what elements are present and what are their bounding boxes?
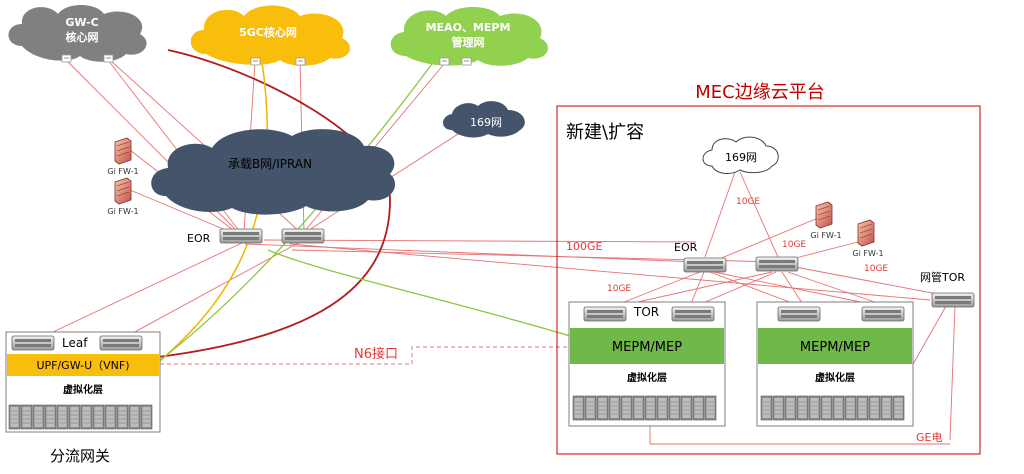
meao-mepm-cloud: MEAO、MEPM 管理网 <box>390 7 549 66</box>
169-cloud-top: 169网 <box>443 101 525 138</box>
link-label-10ge-a: 10GE <box>736 197 760 207</box>
5gc-port-1 <box>250 57 261 66</box>
upf-label: UPF/GW-U（VNF) <box>36 359 129 372</box>
mec-platform-box <box>556 105 981 455</box>
firewall-icon-mec-2 <box>857 219 875 247</box>
5gc-core-cloud: 5GC核心网 <box>190 5 351 66</box>
meao-link-to-upf <box>154 63 433 365</box>
link-label-n6: N6接口 <box>354 346 398 362</box>
link-label-100ge: 100GE <box>566 240 603 253</box>
firewall-left-1-label: Gi FW-1 <box>107 167 138 176</box>
virt-layer-mec-2-label: 虚拟化层 <box>815 371 855 384</box>
virt-layer-left-label: 虚拟化层 <box>63 383 103 396</box>
bearer-network-cloud: 承载B网/IPRAN <box>151 129 396 215</box>
meao-port-2 <box>461 57 472 66</box>
tor-switch-1a <box>583 306 627 322</box>
eor-mec-label: EOR <box>674 241 698 254</box>
firewall-left-2-label: Gi FW-1 <box>107 207 138 216</box>
leaf-label: Leaf <box>62 336 88 350</box>
mepm-label-1: MEPM/MEP <box>612 340 682 355</box>
distribution-gateway: Leaf UPF/GW-U（VNF) 虚拟化层 <box>5 331 161 433</box>
firewall-icon-left-2 <box>114 177 132 205</box>
gw-c-port-1 <box>61 54 72 63</box>
link-label-10ge-c: 10GE <box>864 264 888 274</box>
169-label-top: 169网 <box>470 116 502 129</box>
meao-link-to-mec <box>267 249 571 337</box>
eor-switch-mec-1 <box>683 257 727 273</box>
eor-switch-mec-2 <box>755 256 799 272</box>
leaf-switch-1 <box>11 335 55 351</box>
link-label-10ge-d: 10GE <box>607 284 631 294</box>
eor-switch-left-2 <box>281 228 325 244</box>
5gc-link <box>159 61 269 362</box>
leaf-switch-2 <box>99 335 143 351</box>
mepm-bar-2 <box>758 328 912 364</box>
meao-label-line1: MEAO、MEPM <box>426 21 511 34</box>
gw-c-label-line1: GW-C <box>65 16 98 29</box>
mepm-cluster-2: MEPM/MEP 虚拟化层 <box>756 301 914 427</box>
169-cloud-mec: 169网 <box>702 136 779 174</box>
meao-port-1 <box>439 57 450 66</box>
5gc-label: 5GC核心网 <box>239 25 297 39</box>
tor-switch-1b <box>671 306 715 322</box>
meao-label-line2: 管理网 <box>452 35 485 49</box>
169-label-mec: 169网 <box>725 151 757 164</box>
eor-switch-left-1 <box>219 228 263 244</box>
distribution-gateway-caption: 分流网关 <box>50 447 110 465</box>
tor-label: TOR <box>633 305 659 319</box>
mepm-cluster-1: TOR MEPM/MEP 虚拟化层 <box>568 301 726 427</box>
firewall-icon-left-1 <box>114 137 132 165</box>
upf-vnf-bar <box>7 354 159 376</box>
n6-dashed-link <box>160 346 570 365</box>
virt-layer-mec-1-label: 虚拟化层 <box>627 371 667 384</box>
bearer-label: 承载B网/IPRAN <box>228 157 312 171</box>
link-label-10ge-b: 10GE <box>782 240 806 250</box>
tor-switch-2a <box>777 306 821 322</box>
eor-left-label: EOR <box>187 232 211 245</box>
mepm-label-2: MEPM/MEP <box>800 340 870 355</box>
gw-c-core-cloud: GW-C 核心网 <box>8 5 147 62</box>
firewall-mec-1-label: Gi FW-1 <box>810 231 841 240</box>
mec-links <box>613 171 956 445</box>
5gc-port-2 <box>295 57 306 66</box>
firewall-mec-2-label: Gi FW-1 <box>852 249 883 258</box>
mec-subtitle: 新建\扩容 <box>566 122 644 143</box>
mgmt-tor-label: 网管TOR <box>920 270 965 284</box>
n6-backbone-curve <box>157 49 391 358</box>
mepm-bar-1 <box>570 328 724 364</box>
gw-c-port-2 <box>103 54 114 63</box>
mgmt-tor-switch <box>931 292 975 308</box>
link-label-ge: GE电 <box>916 431 942 444</box>
firewall-icon-mec-1 <box>815 201 833 229</box>
mec-title: MEC边缘云平台 <box>695 82 824 103</box>
tor-switch-2b <box>861 306 905 322</box>
gw-c-label-line2: 核心网 <box>66 30 99 44</box>
